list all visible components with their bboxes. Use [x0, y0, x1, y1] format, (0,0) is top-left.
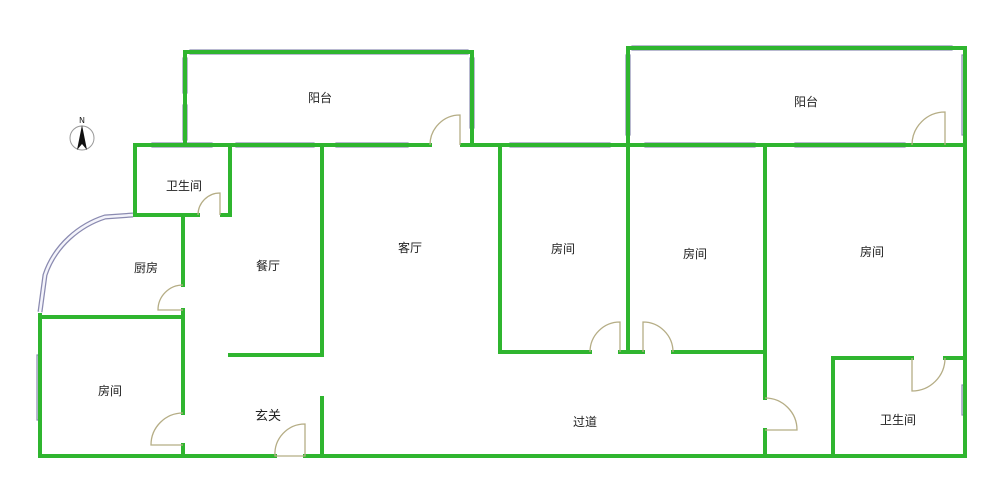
label-kitchen: 厨房 [134, 260, 158, 275]
door-bathroom-left[interactable] [197, 192, 221, 216]
doors [150, 111, 946, 457]
north-label: N [79, 116, 85, 125]
label-bathroom-right: 卫生间 [880, 413, 916, 427]
label-balcony-right: 阳台 [794, 94, 818, 109]
label-entrance: 玄关 [255, 409, 281, 424]
label-bathroom-left: 卫生间 [166, 179, 202, 193]
label-bedroom-2: 房间 [683, 246, 707, 261]
window-kitchen-curved [37, 212, 134, 313]
door-entrance[interactable] [274, 423, 306, 457]
label-dining: 餐厅 [256, 258, 280, 273]
label-balcony-left: 阳台 [308, 90, 332, 105]
north-arrow-icon: N [69, 116, 95, 151]
door-bathroom-right[interactable] [911, 357, 946, 392]
door-room-2[interactable] [642, 321, 674, 353]
label-corridor: 过道 [573, 415, 597, 429]
door-corridor-room-3[interactable] [764, 397, 798, 431]
door-bedroom-left[interactable] [150, 412, 184, 446]
label-bedroom-left: 房间 [98, 383, 122, 398]
door-balcony-left[interactable] [429, 114, 461, 146]
walls [38, 46, 967, 458]
label-bedroom-1: 房间 [551, 241, 575, 256]
door-balcony-right[interactable] [911, 111, 946, 146]
door-kitchen[interactable] [157, 284, 184, 311]
label-bedroom-3: 房间 [860, 244, 884, 259]
door-room-1[interactable] [589, 321, 621, 353]
label-living: 客厅 [398, 240, 422, 255]
